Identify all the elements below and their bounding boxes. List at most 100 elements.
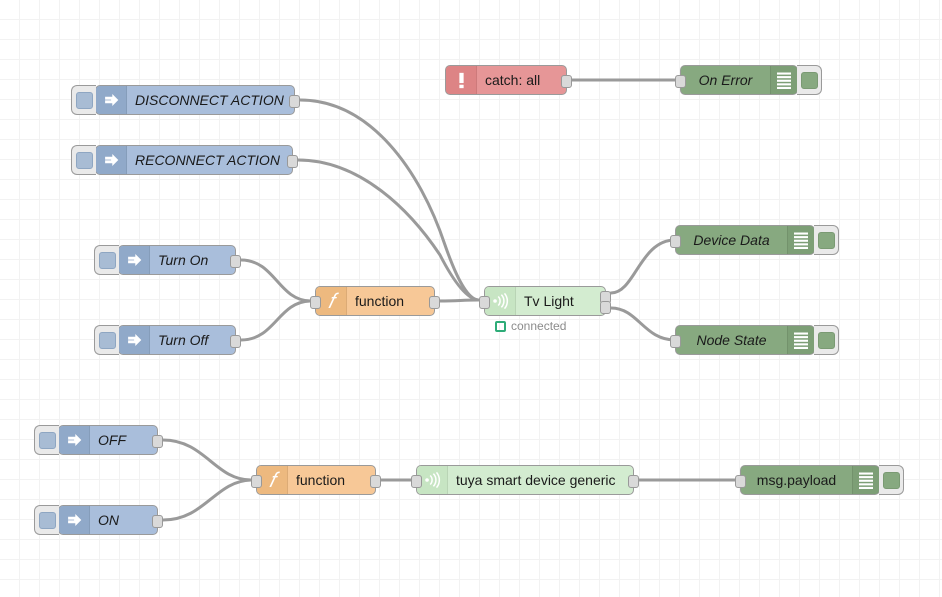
wire-inject-off-to-function-2[interactable] — [161, 438, 253, 482]
node-body: RECONNECT ACTION — [96, 146, 292, 174]
node-input-port[interactable] — [251, 474, 262, 488]
debug-lines-icon — [787, 226, 814, 254]
node-input-port[interactable] — [735, 474, 746, 488]
node-input-port[interactable] — [675, 74, 686, 88]
node-inject-reconnect[interactable]: RECONNECT ACTION — [71, 145, 298, 175]
node-label: Turn On — [158, 252, 209, 268]
debug-toggle-button[interactable] — [814, 325, 839, 355]
node-label: Turn Off — [158, 332, 209, 348]
exclamation-icon — [446, 66, 477, 94]
wire-inject-turn-on-to-function-1[interactable] — [239, 258, 312, 303]
wire-inject-on-to-function-2[interactable] — [161, 478, 253, 522]
inject-trigger-button[interactable] — [71, 85, 96, 115]
node-label: DISCONNECT ACTION — [135, 92, 284, 108]
debug-toggle-button[interactable] — [879, 465, 904, 495]
wire-tv-light-to-debug-node-state[interactable] — [609, 306, 677, 342]
node-input-port[interactable] — [411, 474, 422, 488]
node-output-port[interactable] — [600, 300, 611, 314]
node-tv-light[interactable]: Tv Light connected — [479, 286, 611, 333]
node-debug-device-data[interactable]: Device Data — [670, 225, 839, 255]
node-body: ON — [59, 506, 157, 534]
node-body: msg.payload — [741, 466, 879, 494]
node-output-port[interactable] — [230, 334, 241, 348]
inject-arrow-icon — [59, 506, 90, 534]
function-f-icon: 𝑓 — [316, 287, 347, 315]
debug-lines-icon — [770, 66, 797, 94]
wire-tv-light-to-debug-device-data[interactable] — [609, 238, 677, 295]
wire-function-1-to-tv-light[interactable] — [438, 298, 480, 303]
node-input-port[interactable] — [479, 295, 490, 309]
inject-arrow-icon — [119, 326, 150, 354]
function-f-icon: 𝑓 — [257, 466, 288, 494]
node-status-text: connected — [511, 319, 567, 333]
node-label: function — [296, 472, 346, 488]
wire-inject-disconnect-to-tv-light[interactable] — [298, 98, 480, 302]
node-debug-node-state[interactable]: Node State — [670, 325, 839, 355]
node-label: Node State — [696, 332, 767, 348]
node-output-port[interactable] — [152, 514, 163, 528]
wifi-signal-icon — [417, 466, 448, 494]
inject-trigger-button[interactable] — [94, 325, 119, 355]
node-debug-on-error[interactable]: On Error — [675, 65, 822, 95]
inject-trigger-button[interactable] — [34, 505, 59, 535]
node-output-port[interactable] — [429, 295, 440, 309]
node-label: function — [355, 293, 405, 309]
node-label: ON — [98, 512, 119, 528]
inject-arrow-icon — [96, 146, 127, 174]
node-function-1[interactable]: 𝑓 function — [310, 286, 440, 316]
node-inject-on[interactable]: ON — [34, 505, 163, 535]
inject-arrow-icon — [119, 246, 150, 274]
node-function-2[interactable]: 𝑓 function — [251, 465, 381, 495]
node-inject-off[interactable]: OFF — [34, 425, 163, 455]
debug-toggle-button[interactable] — [797, 65, 822, 95]
node-label: RECONNECT ACTION — [135, 152, 280, 168]
inject-arrow-icon — [59, 426, 90, 454]
node-output-port[interactable] — [152, 434, 163, 448]
node-body: Node State — [676, 326, 814, 354]
node-input-port[interactable] — [670, 334, 681, 348]
node-inject-turn-off[interactable]: Turn Off — [94, 325, 241, 355]
node-catch-all[interactable]: catch: all — [445, 65, 572, 95]
node-tuya-generic[interactable]: tuya smart device generic — [411, 465, 639, 495]
node-label: catch: all — [485, 72, 541, 88]
node-body: Tv Light — [485, 287, 605, 315]
debug-toggle-button[interactable] — [814, 225, 839, 255]
node-output-port[interactable] — [287, 154, 298, 168]
inject-arrow-icon — [96, 86, 127, 114]
node-label: Tv Light — [524, 293, 574, 309]
node-output-port[interactable] — [289, 94, 300, 108]
node-output-port[interactable] — [230, 254, 241, 268]
node-inject-turn-on[interactable]: Turn On — [94, 245, 241, 275]
node-label: OFF — [98, 432, 126, 448]
node-output-port[interactable] — [561, 74, 572, 88]
node-debug-msg-payload[interactable]: msg.payload — [735, 465, 904, 495]
node-body: On Error — [681, 66, 797, 94]
node-body: 𝑓 function — [257, 466, 375, 494]
wire-inject-reconnect-to-tv-light[interactable] — [296, 158, 480, 302]
debug-lines-icon — [852, 466, 879, 494]
node-output-port[interactable] — [370, 474, 381, 488]
node-body: 𝑓 function — [316, 287, 434, 315]
inject-trigger-button[interactable] — [94, 245, 119, 275]
inject-trigger-button[interactable] — [34, 425, 59, 455]
node-status: connected — [495, 319, 566, 333]
debug-lines-icon — [787, 326, 814, 354]
node-label: On Error — [698, 72, 753, 88]
node-body: OFF — [59, 426, 157, 454]
node-body: Turn Off — [119, 326, 235, 354]
node-label: msg.payload — [756, 472, 837, 488]
wire-inject-turn-off-to-function-1[interactable] — [239, 299, 312, 342]
node-body: tuya smart device generic — [417, 466, 633, 494]
node-body: catch: all — [446, 66, 566, 94]
node-inject-disconnect[interactable]: DISCONNECT ACTION — [71, 85, 300, 115]
node-input-port[interactable] — [310, 295, 321, 309]
inject-trigger-button[interactable] — [71, 145, 96, 175]
node-label: Device Data — [693, 232, 770, 248]
node-label: tuya smart device generic — [456, 472, 616, 488]
node-body: Turn On — [119, 246, 235, 274]
status-ring-icon — [495, 320, 506, 332]
node-output-port[interactable] — [628, 474, 639, 488]
node-input-port[interactable] — [670, 234, 681, 248]
node-body: DISCONNECT ACTION — [96, 86, 294, 114]
